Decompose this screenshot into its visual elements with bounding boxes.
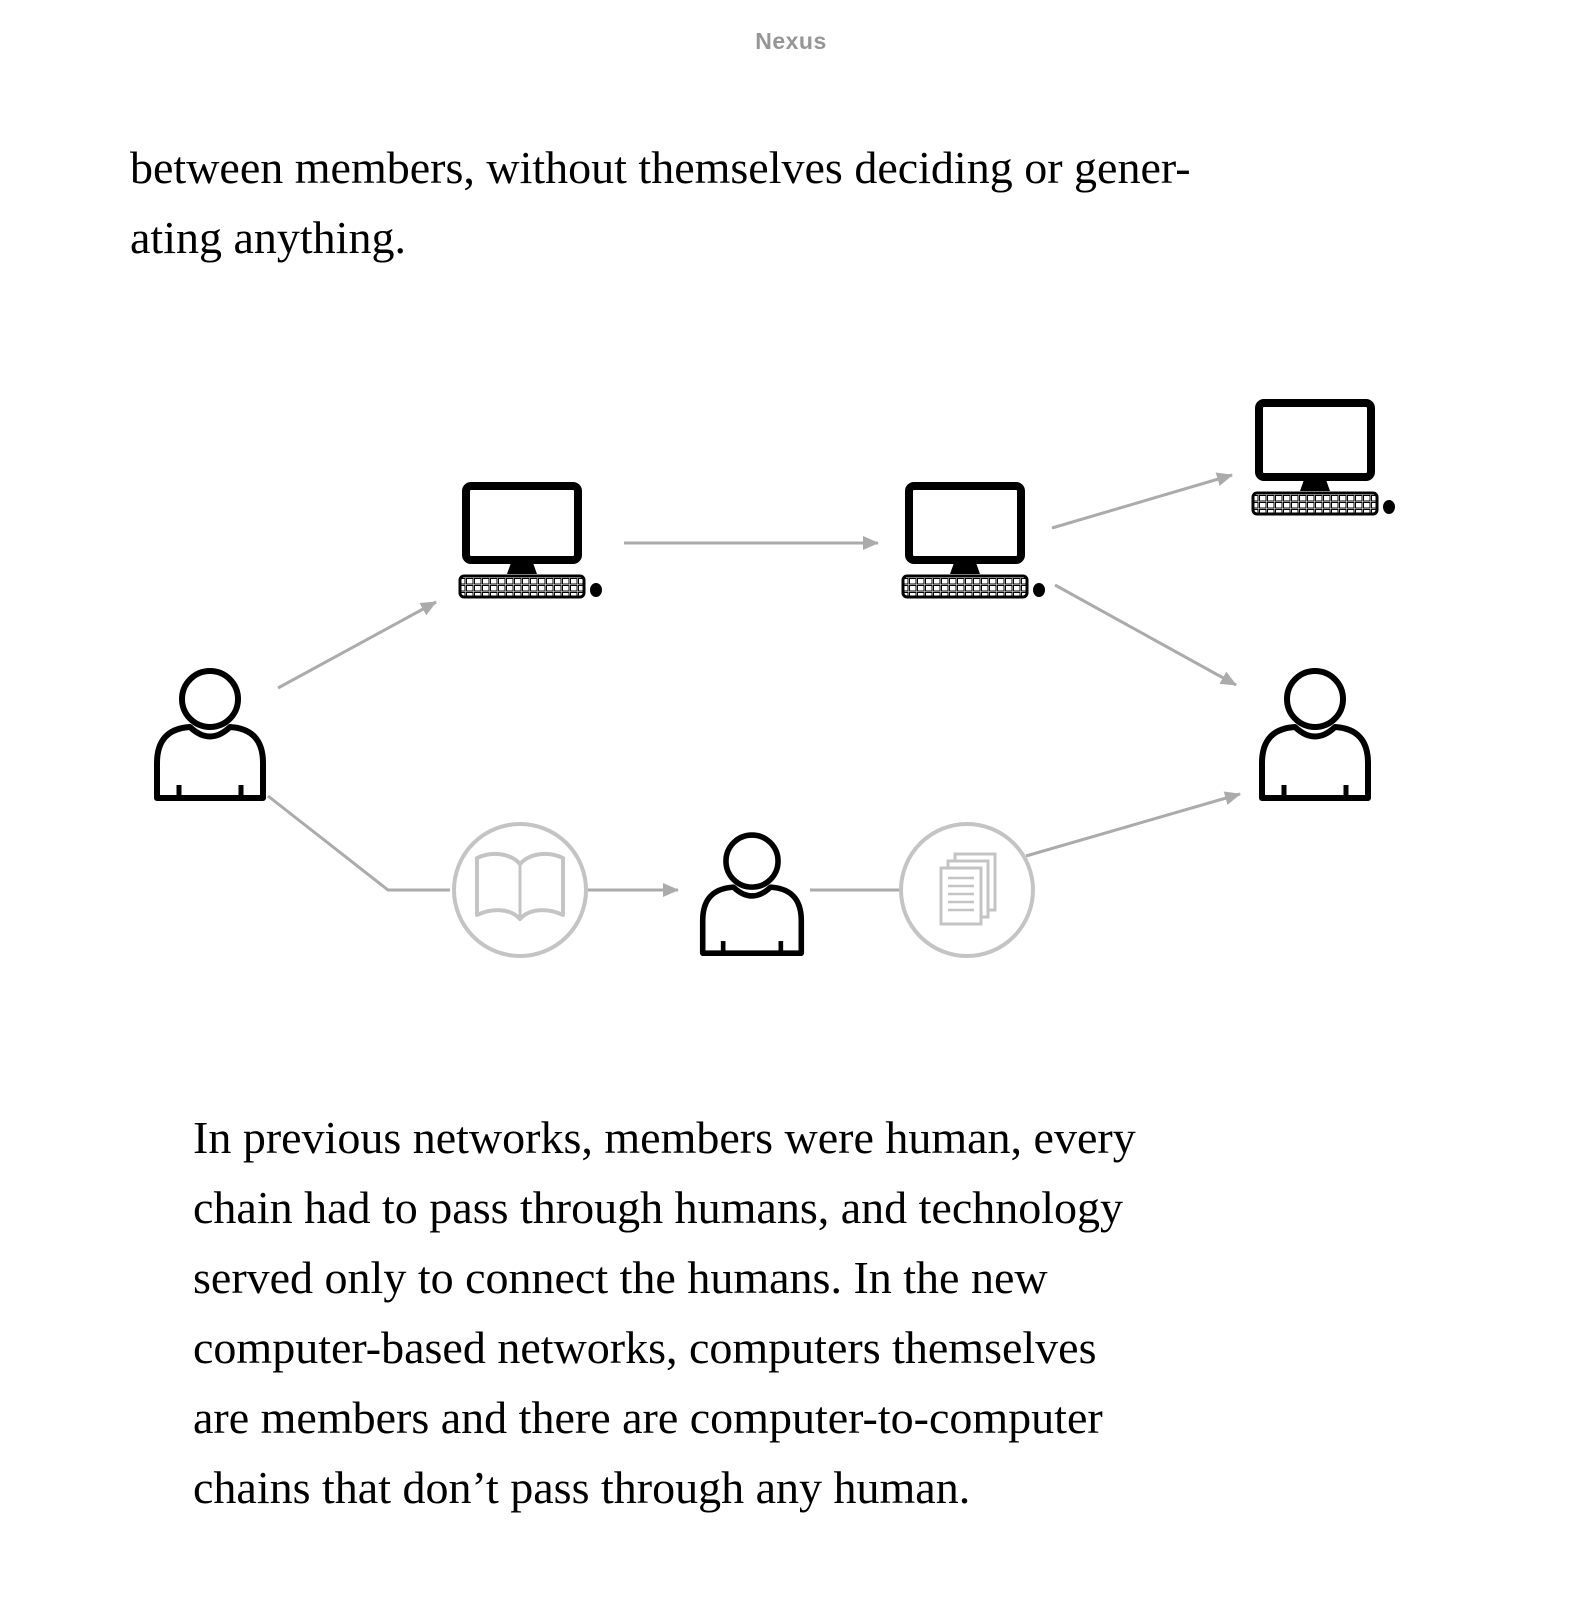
book-title-header: Nexus <box>755 28 827 54</box>
arrow-person1-to-computer1 <box>277 600 437 690</box>
arrow-computer2-to-computer3 <box>1051 472 1233 530</box>
person-icon <box>157 671 263 798</box>
diagram-connections <box>267 472 1241 897</box>
network-diagram-svg <box>0 378 1582 958</box>
computer-icon <box>460 486 602 597</box>
computer-icon <box>903 486 1045 597</box>
computer-icon <box>1253 403 1395 514</box>
arrow-computer2-to-person2 <box>1054 583 1237 687</box>
documents-icon <box>899 822 1035 958</box>
paragraph-bottom: In previous networks, members were human… <box>193 1112 1136 1513</box>
paragraph-top: between members, without themselves deci… <box>130 142 1191 263</box>
person-icon <box>703 835 802 953</box>
book-icon <box>452 822 588 958</box>
line-person1-to-book <box>267 794 450 892</box>
person-icon <box>1262 671 1368 798</box>
network-diagram <box>0 378 1582 1008</box>
arrow-documents-to-person2 <box>1025 791 1241 858</box>
